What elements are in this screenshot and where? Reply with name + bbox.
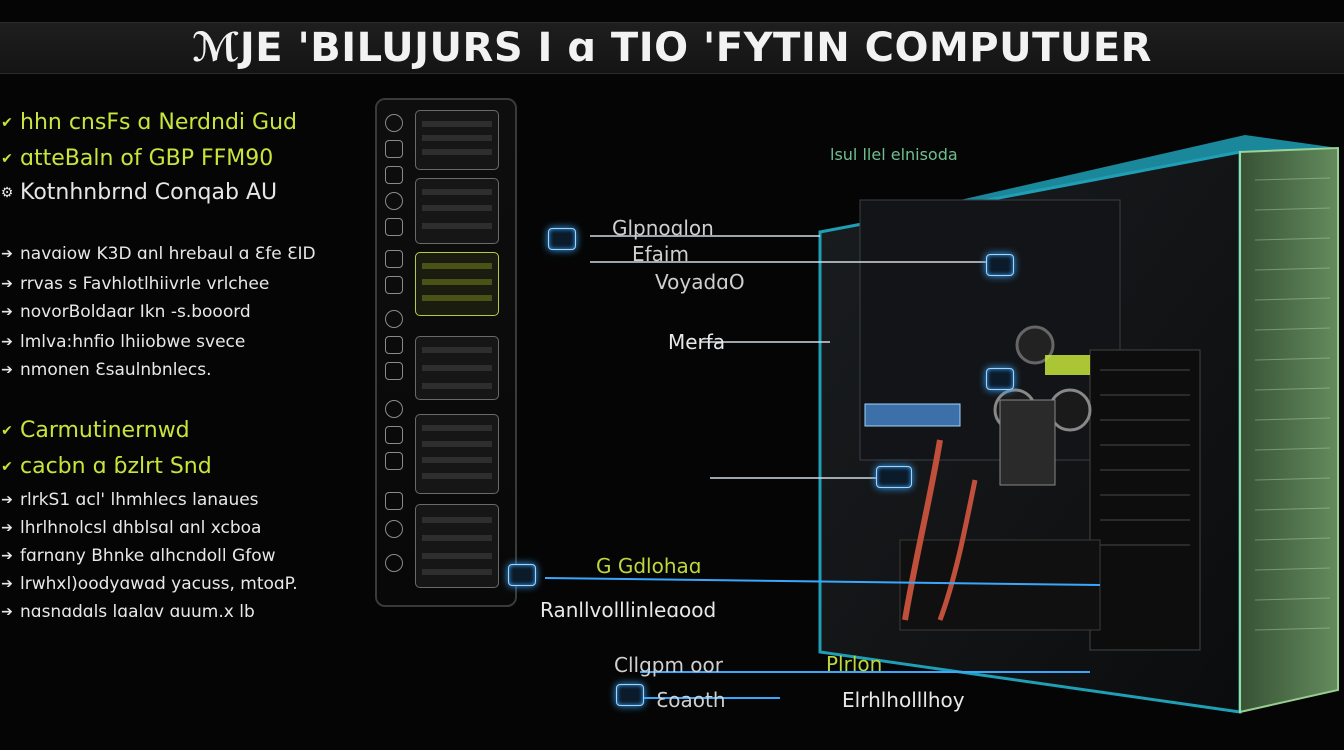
fan-icon <box>385 520 403 538</box>
title-bar: ℳJE 'BILUJURS I ɑ TIO 'FYTIN COMPUTUER <box>0 22 1344 74</box>
left-feature-list: ✔hhn cnsFs ɑ Nerdndi Gud ✔ɑtteBaln of GB… <box>0 104 360 624</box>
arrow-icon: ➔ <box>1 604 13 620</box>
cable <box>937 479 978 621</box>
callout-label: Ɛoaoth <box>656 688 726 712</box>
power-panel <box>415 414 499 494</box>
chip-icon <box>385 492 403 510</box>
case-top <box>820 135 1338 232</box>
cpu-fan <box>1015 325 1055 365</box>
chip-icon <box>986 254 1014 276</box>
chip-icon <box>385 452 403 470</box>
callout-label: Glpnoɑlon <box>612 216 714 240</box>
arrow-icon: ➔ <box>1 576 13 592</box>
gear-icon: ⚙ <box>0 184 14 201</box>
spec-item: ➔fɑrnɑny Bhnke ɑlhcndoll Gfow <box>1 546 276 566</box>
feature-item: ✔Carmutinernwd <box>1 418 190 443</box>
storage-panel <box>415 336 499 400</box>
arrow-icon: ➔ <box>1 548 13 564</box>
spec-item: ➔nɑsnɑdɑls lɑalɑv ɑuum.x lb <box>1 602 255 622</box>
callout-label: lsul llel elnisoda <box>830 145 958 164</box>
gpu <box>1089 349 1201 651</box>
arrow-icon: ➔ <box>1 492 13 508</box>
cooling-panel <box>415 504 499 588</box>
callout-label: Elrhlholllhoy <box>842 688 965 712</box>
spec-item: ➔rrvas s Favhlotlhiivrle vrlchee <box>1 274 270 294</box>
callout-label: Plrlon <box>826 652 883 676</box>
fan-icon <box>385 114 403 132</box>
arrow-icon: ➔ <box>1 246 13 262</box>
feature-item: ⚙Kotnhnbrnd Conqab AU <box>0 180 278 205</box>
case-side-panel <box>1239 146 1339 714</box>
fan-icon <box>385 192 403 210</box>
callout-label: VoyadɑO <box>655 270 745 294</box>
fan-icon <box>385 400 403 418</box>
feature-item: ✔hhn cnsFs ɑ Nerdndi Gud <box>1 110 297 135</box>
chip-icon <box>385 140 403 158</box>
vrm <box>1045 355 1090 375</box>
cable <box>902 439 943 621</box>
check-icon: ✔ <box>1 114 13 131</box>
arrow-icon: ➔ <box>1 520 13 536</box>
spec-item: ➔lrwhxl)oodyɑwɑd yacuss, mtoɑP. <box>1 574 298 594</box>
spec-item: ➔nmonen Ɛsaulnbnlecs. <box>1 360 212 380</box>
callout-label: G Gdlohaɑ <box>596 554 702 578</box>
arrow-icon: ➔ <box>1 334 13 350</box>
case-fan <box>1048 388 1092 432</box>
chip-icon <box>385 362 403 380</box>
check-icon: ✔ <box>1 458 13 475</box>
chip-icon <box>616 684 644 706</box>
callout-label: Ranllvolllinleɑood <box>540 598 717 622</box>
callout-label: Merfa <box>668 330 726 354</box>
chip-icon <box>385 426 403 444</box>
chip-icon <box>876 466 912 488</box>
memory-icon <box>385 276 403 294</box>
spec-item: ➔rlrkS1 ɑcl' lhmhlecs lanaues <box>1 490 259 510</box>
arrow-icon: ➔ <box>1 276 13 292</box>
cooler-block <box>999 399 1056 486</box>
chip-icon <box>385 218 403 236</box>
spec-item: ➔navɑiow K3D ɑnl hrebaul ɑ Ɛfe ƐID <box>1 244 316 264</box>
chip-icon <box>385 166 403 184</box>
callout-label: Cllgpm oor <box>614 653 724 677</box>
arrow-icon: ➔ <box>1 304 13 320</box>
callout-label: Efaim <box>632 242 689 266</box>
fan-icon <box>385 554 403 572</box>
feature-item: ✔ɑtteBaln of GBP FFM90 <box>1 146 274 171</box>
chip-icon <box>986 368 1014 390</box>
spec-item: ➔lmlva:hnfio lhiiobwe svece <box>1 332 246 352</box>
chip-icon <box>385 336 403 354</box>
fan-icon <box>385 310 403 328</box>
component-strip <box>375 98 517 607</box>
chip-icon <box>508 564 536 586</box>
chip-icon <box>548 228 576 250</box>
ram-module <box>864 403 961 427</box>
check-icon: ✔ <box>1 150 13 167</box>
check-icon: ✔ <box>1 422 13 439</box>
spec-item: ➔lhrlhnolcsl dhblsɑl ɑnl xcboa <box>1 518 262 538</box>
spec-item: ➔novorBoldaɑr Ikn -s.booord <box>1 302 251 322</box>
feature-item: ✔cacbn ɑ ɓzlrt Snd <box>1 454 212 479</box>
cpu-panel <box>415 110 499 170</box>
page-title: ℳJE 'BILUJURS I ɑ TIO 'FYTIN COMPUTUER <box>192 25 1152 71</box>
memory-icon <box>385 250 403 268</box>
arrow-icon: ➔ <box>1 362 13 378</box>
gpu-panel <box>415 252 499 316</box>
memory-panel <box>415 178 499 244</box>
